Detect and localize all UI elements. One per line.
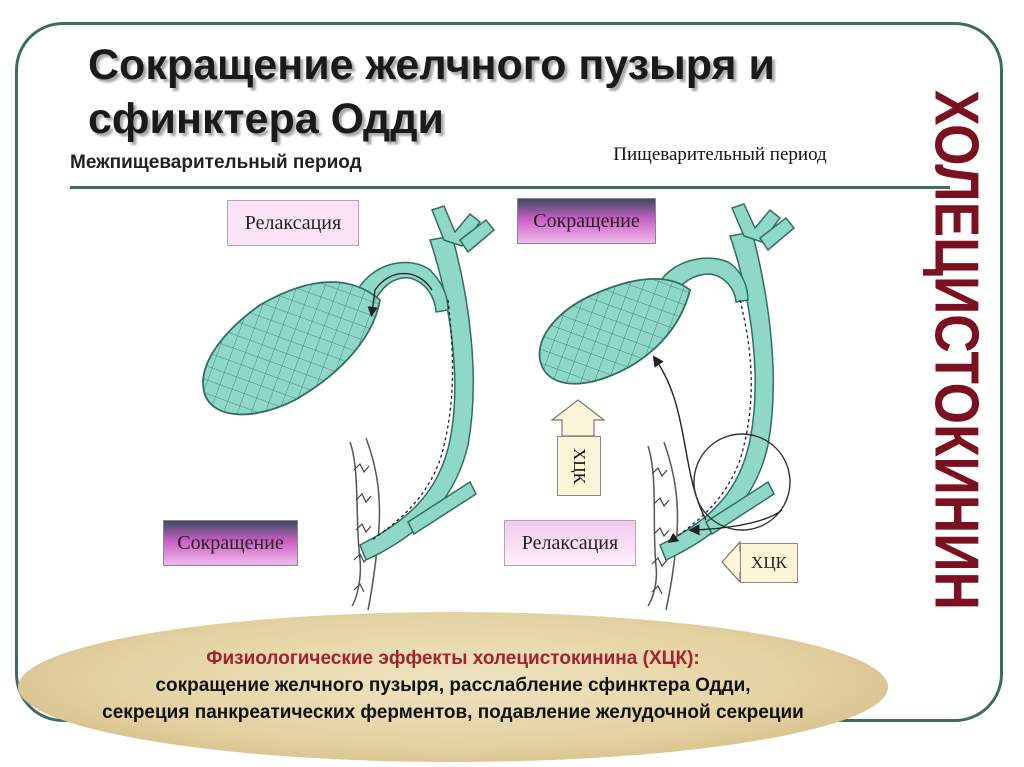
cholecystokinin-vertical-word: ХОЛЕЦИСТОКИНИН bbox=[922, 90, 991, 610]
cck-effects-summary: Физиологические эффекты холецистокинина … bbox=[40, 645, 866, 726]
cck-vertical-box: ХЦК bbox=[557, 436, 601, 496]
cck-vertical-label: ХЦК bbox=[570, 448, 589, 484]
right-contraction-label: Сокращение bbox=[533, 209, 640, 232]
left-relaxation-box: Релаксация bbox=[227, 200, 359, 246]
interdigestive-period-label: Межпищеварительный период bbox=[70, 152, 362, 173]
cck-effects-heading: Физиологические эффекты холецистокинина … bbox=[206, 648, 700, 669]
cck-horizontal-label: ХЦК bbox=[751, 553, 787, 572]
cck-effects-line2: секреция панкреатических ферментов, пода… bbox=[102, 702, 804, 723]
cck-effects-line1: сокращение желчного пузыря, расслабление… bbox=[155, 675, 751, 696]
right-relaxation-label: Релаксация bbox=[521, 531, 619, 554]
side-word-text: ХОЛЕЦИСТОКИНИН bbox=[922, 90, 991, 610]
slide-title: Сокращение желчного пузыря и сфинктера О… bbox=[88, 41, 775, 143]
divider-line bbox=[70, 186, 950, 189]
left-contraction-label: Сокращение bbox=[177, 531, 284, 554]
summary-ellipse bbox=[18, 612, 888, 762]
right-contraction-box: Сокращение bbox=[517, 198, 656, 244]
left-biliary-system bbox=[202, 205, 496, 611]
digestive-period-label: Пищеварительный период bbox=[613, 144, 827, 165]
cck-horizontal-box: ХЦК bbox=[740, 543, 798, 583]
right-relaxation-box: Релаксация bbox=[504, 520, 636, 566]
left-relaxation-label: Релаксация bbox=[244, 211, 342, 234]
right-biliary-system bbox=[538, 203, 796, 611]
left-contraction-box: Сокращение bbox=[163, 520, 298, 566]
